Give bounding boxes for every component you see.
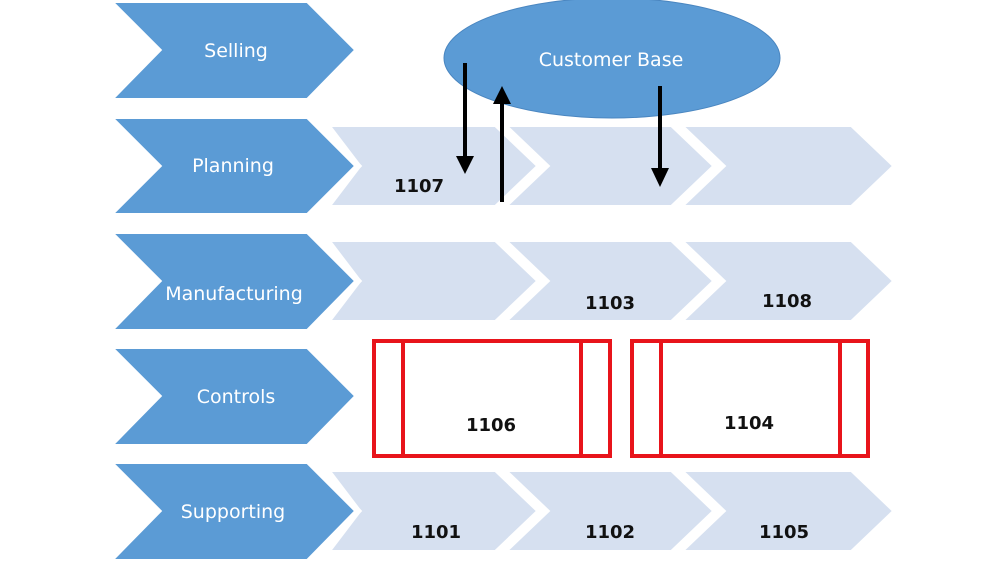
category-label-controls: Controls	[197, 386, 276, 408]
category-planning: Planning	[100, 113, 363, 219]
supporting-step-3	[670, 466, 901, 556]
arrow-customer-to-planning-step-2	[651, 86, 669, 187]
controls-box-label-2: 1104	[724, 413, 774, 434]
planning-step-3	[670, 121, 901, 211]
planning-step-label-1: 1107	[394, 176, 444, 197]
supporting-step-label-1: 1101	[411, 522, 461, 543]
controls-box-1: 1106	[372, 339, 612, 458]
customer-base: Customer Base	[443, 0, 781, 119]
manufacturing-step-label-2: 1103	[585, 293, 635, 314]
arrow-customer-to-1107	[456, 63, 474, 174]
manufacturing-step-label-3: 1108	[762, 291, 812, 312]
supporting-steps	[319, 466, 901, 556]
category-supporting: Supporting	[100, 458, 363, 563]
supporting-step-label-2: 1102	[585, 522, 635, 543]
category-controls: Controls	[100, 343, 363, 450]
controls-box-2: 1104	[630, 339, 870, 458]
manufacturing-steps	[319, 236, 901, 326]
supporting-step-2	[494, 466, 721, 556]
category-label-manufacturing: Manufacturing	[165, 283, 303, 305]
manufacturing-step-3	[670, 236, 901, 326]
customer-base-label: Customer Base	[539, 49, 684, 71]
arrow-1107-to-customer	[493, 86, 511, 202]
planning-steps	[319, 121, 901, 211]
supporting-step-label-3: 1105	[759, 522, 809, 543]
category-label-selling: Selling	[204, 40, 268, 62]
category-label-planning: Planning	[192, 155, 274, 177]
category-selling: Selling	[100, 0, 363, 104]
category-label-supporting: Supporting	[181, 501, 286, 523]
category-manufacturing: Manufacturing	[100, 228, 363, 335]
manufacturing-step-2	[494, 236, 721, 326]
controls-box-label-1: 1106	[466, 415, 516, 436]
planning-step-2	[494, 121, 721, 211]
